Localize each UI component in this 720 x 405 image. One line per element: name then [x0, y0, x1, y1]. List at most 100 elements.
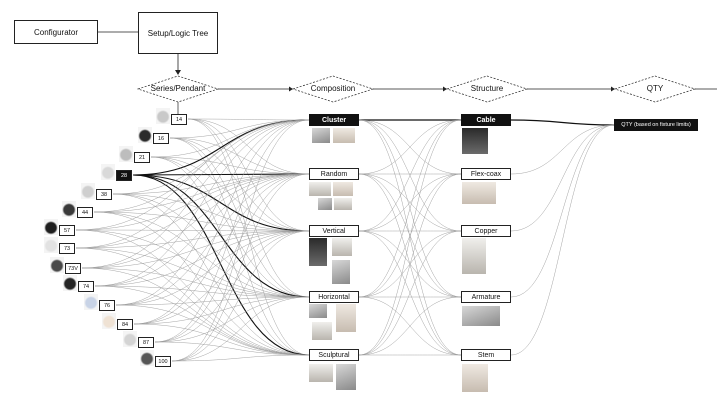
pendant-composition-line: [75, 173, 310, 249]
pendant-thumbnail[interactable]: [119, 146, 133, 162]
pendant-thumbnail[interactable]: [44, 219, 58, 235]
stage-series-pendant-label: Series/Pendant: [150, 84, 206, 93]
configurator-box: Configurator: [14, 20, 98, 44]
structure-qty-line: [510, 124, 615, 356]
pendant-id-box[interactable]: 14: [171, 114, 187, 125]
structure-photo: [462, 364, 488, 392]
pendant-id-box[interactable]: 28: [116, 170, 132, 181]
pendant-composition-line: [133, 173, 310, 325]
pendant-composition-line: [75, 173, 310, 231]
pendant-id-box[interactable]: 84: [117, 319, 133, 330]
composition-photo: [309, 304, 327, 318]
composition-structure-line: [358, 230, 462, 356]
pendant-composition-line: [154, 119, 310, 343]
arrow-head: [289, 86, 293, 92]
composition-photo: [336, 364, 356, 390]
pendant-composition-line: [154, 230, 310, 343]
qty-box[interactable]: QTY (based on fixture limits): [614, 119, 698, 131]
pendant-composition-line: [150, 156, 310, 298]
pendant-composition-line: [187, 118, 310, 232]
composition-photo: [332, 260, 350, 284]
composition-photo: [309, 364, 333, 382]
composition-horizontal-box[interactable]: Horizontal: [309, 291, 359, 303]
pendant-composition-line: [169, 137, 310, 175]
composition-random-box[interactable]: Random: [309, 168, 359, 180]
pendant-id-box[interactable]: 16: [153, 133, 169, 144]
pendant-composition-line: [171, 296, 310, 362]
pendant-composition-line: [81, 173, 310, 269]
pendant-thumbnail[interactable]: [81, 183, 95, 199]
pendant-thumbnail[interactable]: [102, 313, 116, 329]
structure-qty-line: [510, 119, 615, 126]
structure-qty-line: [510, 124, 615, 175]
pendant-composition-line: [169, 137, 310, 232]
pendant-id-box[interactable]: 44: [77, 207, 93, 218]
pendant-composition-line: [133, 296, 310, 325]
pendant-id-label: 84: [121, 321, 129, 328]
pendant-composition-line: [112, 173, 310, 195]
pendant-composition-line: [94, 173, 310, 287]
composition-structure-line: [358, 119, 462, 356]
pendant-thumbnail[interactable]: [101, 164, 115, 180]
composition-cluster-box[interactable]: Cluster: [309, 114, 359, 126]
structure-photo: [462, 182, 496, 204]
composition-label: Cluster: [321, 116, 347, 124]
structure-label: Stem: [477, 351, 495, 359]
composition-photo: [312, 128, 330, 143]
pendant-composition-line: [132, 174, 310, 232]
pendant-thumbnail[interactable]: [63, 275, 77, 291]
pendant-id-box[interactable]: 87: [138, 337, 154, 348]
configurator-label: Configurator: [33, 27, 79, 37]
pendant-id-label: 16: [157, 135, 165, 142]
pendant-id-label: 74: [82, 283, 90, 290]
pendant-composition-line: [75, 247, 310, 298]
pendant-composition-line: [75, 247, 310, 356]
composition-structure-line: [358, 119, 462, 175]
pendant-thumbnail[interactable]: [62, 201, 76, 217]
structure-copper-box[interactable]: Copper: [461, 225, 511, 237]
composition-photo: [336, 304, 356, 332]
pendant-thumbnail[interactable]: [138, 127, 152, 143]
arrow-head: [175, 70, 181, 75]
pendant-id-box[interactable]: 38: [96, 189, 112, 200]
pendant-id-box[interactable]: 76: [99, 300, 115, 311]
stage-composition-label: Composition: [310, 84, 356, 93]
structure-label: Copper: [474, 227, 498, 235]
pendant-thumbnail[interactable]: [50, 257, 64, 273]
pendant-id-box[interactable]: 74: [78, 281, 94, 292]
pendant-id-box[interactable]: 73V: [65, 263, 81, 274]
pendant-thumbnail[interactable]: [140, 350, 154, 366]
pendant-composition-line: [93, 211, 310, 356]
composition-photo: [318, 198, 332, 210]
pendant-thumbnail[interactable]: [123, 331, 137, 347]
pendant-composition-line: [132, 174, 310, 298]
pendant-id-box[interactable]: 100: [155, 356, 171, 367]
composition-photo: [312, 322, 332, 340]
pendant-composition-line: [81, 267, 310, 298]
pendant-thumbnail[interactable]: [156, 108, 170, 124]
structure-photo: [462, 306, 500, 326]
pendant-composition-line: [154, 296, 310, 343]
pendant-composition-line: [133, 119, 310, 325]
pendant-composition-line: [150, 156, 310, 175]
pendant-composition-line: [150, 156, 310, 232]
structure-label: Flex-coax: [470, 170, 502, 178]
pendant-thumbnail[interactable]: [44, 237, 58, 253]
pendant-composition-line: [154, 341, 310, 356]
pendant-composition-line: [75, 119, 310, 231]
composition-vertical-box[interactable]: Vertical: [309, 225, 359, 237]
pendant-id-label: 14: [175, 116, 183, 123]
structure-cable-box[interactable]: Cable: [461, 114, 511, 126]
composition-sculptural-box[interactable]: Sculptural: [309, 349, 359, 361]
pendant-id-box[interactable]: 73: [59, 243, 75, 254]
structure-label: Cable: [476, 116, 496, 124]
structure-flex-coax-box[interactable]: Flex-coax: [461, 168, 511, 180]
composition-label: Random: [320, 170, 348, 178]
structure-armature-box[interactable]: Armature: [461, 291, 511, 303]
pendant-id-box[interactable]: 21: [134, 152, 150, 163]
structure-stem-box[interactable]: Stem: [461, 349, 511, 361]
pendant-id-box[interactable]: 57: [59, 225, 75, 236]
pendant-thumbnail[interactable]: [84, 294, 98, 310]
composition-photo: [332, 238, 352, 256]
